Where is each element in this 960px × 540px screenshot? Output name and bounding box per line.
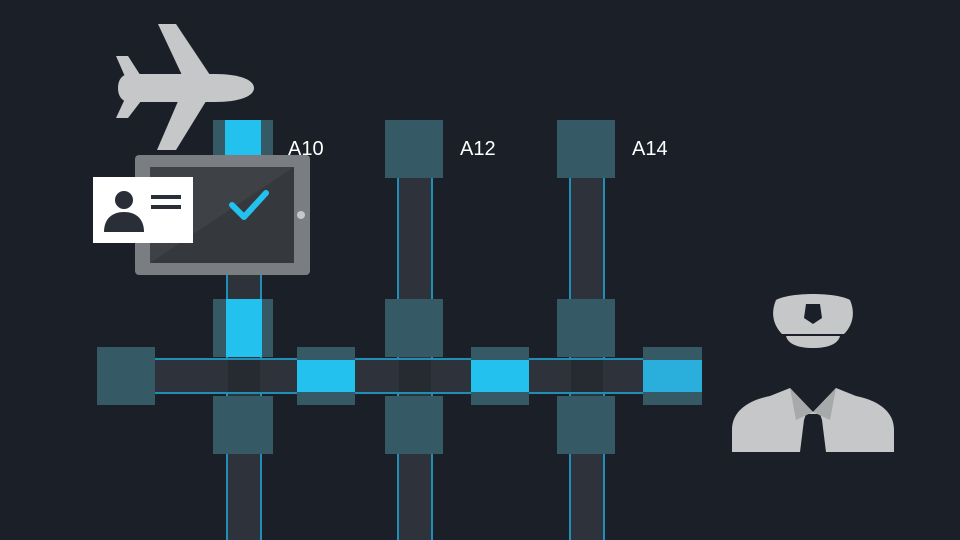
gate-label-a10: A10 [288,138,324,160]
mid-node-a14 [557,299,615,357]
gate-label-a14: A14 [632,138,668,160]
gate-node-a12 [385,120,443,178]
low-node-a12 [385,396,443,454]
junction-a14 [571,360,603,392]
junction-a12 [399,360,431,392]
junction-a10 [228,360,260,392]
segment-node-1-active [297,360,355,392]
low-node-a10 [213,396,273,454]
gate-node-a14 [557,120,615,178]
airplane-icon [116,24,254,150]
entry-node [97,347,155,405]
security-officer-icon [732,294,894,452]
low-node-a14 [557,396,615,454]
mid-node-a12 [385,299,443,357]
segment-node-2-active [471,360,529,392]
segment-node-3-active [643,360,702,392]
mid-node-a10-active [226,299,262,357]
gate-label-a12: A12 [460,138,496,160]
checkmark-icon [229,190,269,220]
id-card-icon [93,177,193,243]
